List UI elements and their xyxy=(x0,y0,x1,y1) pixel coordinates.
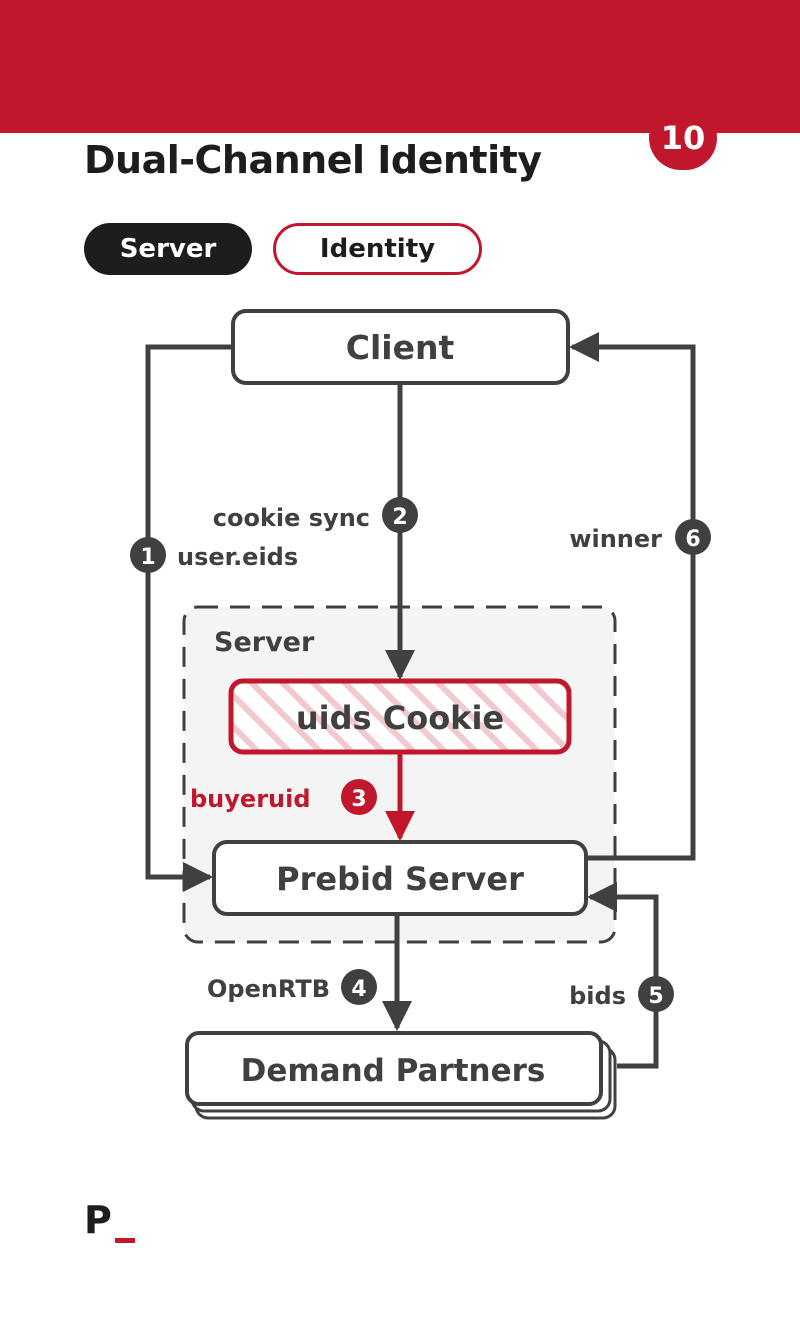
tag-server[interactable]: Server xyxy=(84,223,252,275)
step-4-badge: 4 xyxy=(341,969,377,1005)
prebid-server-node: Prebid Server xyxy=(212,840,588,916)
prebid-server-label: Prebid Server xyxy=(276,860,524,898)
demand-partners-label: Demand Partners xyxy=(241,1053,546,1089)
svg-text:5: 5 xyxy=(648,984,663,1009)
step-3-badge: 3 xyxy=(341,779,377,815)
client-label: Client xyxy=(346,328,455,367)
brand-logo: P xyxy=(84,1198,112,1242)
tag-identity[interactable]: Identity xyxy=(273,223,482,275)
edge-3-label: buyeruid xyxy=(190,785,311,813)
edge-1-user-eids xyxy=(145,344,233,892)
svg-text:4: 4 xyxy=(351,977,366,1002)
uids-cookie-label: uids Cookie xyxy=(296,699,504,737)
edge-5-label: bids xyxy=(569,982,626,1010)
server-group-label: Server xyxy=(214,627,315,658)
brand-logo-underscore xyxy=(115,1238,135,1243)
svg-text:2: 2 xyxy=(392,505,407,530)
client-node: Client xyxy=(231,309,570,385)
edge-1-label: user.eids xyxy=(177,543,298,571)
edge-4-label: OpenRTB xyxy=(207,975,330,1003)
step-6-badge: 6 xyxy=(675,519,711,555)
step-1-badge: 1 xyxy=(130,537,166,573)
page-number-badge: 10 xyxy=(649,106,717,170)
uids-cookie-node: uids Cookie xyxy=(228,678,572,755)
edge-6-winner xyxy=(569,332,696,861)
page-title: Dual-Channel Identity xyxy=(84,138,542,182)
edge-2-label: cookie sync xyxy=(213,504,370,532)
svg-text:6: 6 xyxy=(685,527,700,552)
svg-text:1: 1 xyxy=(140,545,155,570)
edge-6-label: winner xyxy=(569,525,662,553)
demand-partners-node: Demand Partners xyxy=(185,1031,617,1120)
svg-text:3: 3 xyxy=(351,787,366,812)
step-2-badge: 2 xyxy=(382,497,418,533)
step-5-badge: 5 xyxy=(638,976,674,1012)
